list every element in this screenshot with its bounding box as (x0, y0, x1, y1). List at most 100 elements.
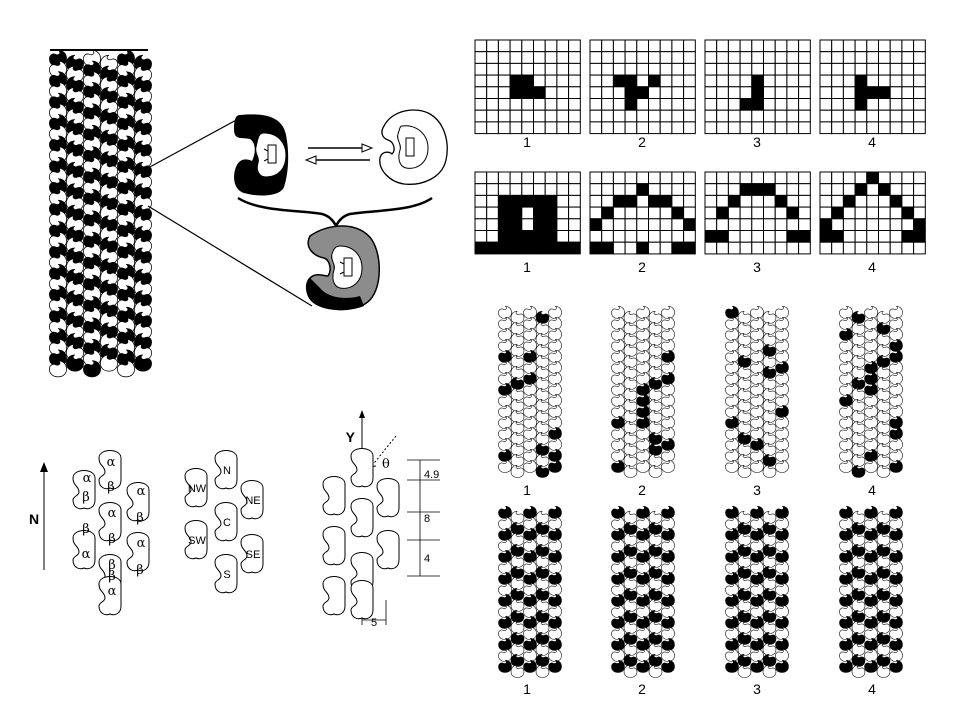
grid-cell (842, 51, 856, 64)
tubulin-subunit (498, 360, 512, 374)
tubulin-subunit (864, 404, 878, 418)
grid-cell (704, 171, 718, 185)
grid-cell (589, 62, 603, 76)
tubulin-subunit (737, 464, 752, 478)
grid-cell (671, 51, 685, 64)
grid-cell (751, 241, 764, 255)
tubulin-subunit (876, 609, 891, 623)
grid-cell (798, 86, 811, 100)
grid-label-3b: 3 (753, 259, 761, 275)
lattice-subunit: NE (240, 480, 264, 520)
grid-cell (601, 39, 614, 53)
angle-label: θ (382, 457, 390, 472)
grid-cell (509, 241, 523, 255)
tubulin-subunit (725, 327, 739, 341)
grid-cell (798, 121, 811, 135)
tubulin-subunit (889, 404, 903, 418)
grid-cell (878, 183, 891, 196)
tubulin-subunit (623, 321, 638, 335)
tubulin-subunit (661, 316, 675, 330)
tubulin-subunit (611, 382, 625, 396)
grid-cell (659, 74, 673, 88)
tubulin-subunit (839, 637, 853, 651)
grid-cell (671, 241, 685, 255)
tubulin-subunit (548, 459, 562, 473)
grid-cell (521, 218, 534, 232)
tubulin-subunit (737, 521, 752, 535)
tubulin-subunit (864, 615, 878, 629)
tubulin-subunit (851, 409, 866, 423)
tubulin-subunit (775, 338, 789, 352)
tubulin-subunit (623, 376, 638, 390)
grid-cell (612, 39, 626, 53)
tubulin-subunit (523, 349, 537, 363)
tubulin-subunit (737, 409, 752, 423)
grid-cell (474, 98, 488, 111)
grid-cell (659, 218, 673, 232)
grid-cell (866, 86, 879, 100)
grid-cell (866, 194, 879, 208)
grid-cell (589, 206, 603, 220)
lattice-subunit-label: NE (245, 495, 260, 507)
lattice-alpha-beta-label: β (136, 563, 144, 578)
grid-cell (601, 98, 614, 111)
grid-cell (648, 183, 661, 196)
grid-cell (901, 241, 915, 255)
lattice-subunit (322, 576, 346, 616)
tubulin-subunit (611, 360, 625, 374)
tubulin-subunit (839, 659, 853, 673)
grid-cell (486, 206, 499, 220)
tubulin-subunit (510, 532, 525, 546)
grid-cell (727, 230, 741, 243)
grid-cell (854, 206, 868, 220)
tubulin-subunit (636, 637, 650, 651)
tubulin-subunit (864, 637, 878, 651)
grid-cell (878, 62, 891, 76)
grid-cell (533, 121, 546, 135)
tubulin-subunit (498, 626, 512, 640)
lattice-alpha-beta-label: α (82, 547, 91, 562)
grid-cell (913, 241, 926, 255)
grid-cell (704, 230, 718, 243)
grid-cell (774, 74, 788, 88)
grid-cell (533, 98, 546, 111)
grid-cell (786, 62, 800, 76)
tubulin-subunit (611, 349, 625, 363)
tubulin-subunit (623, 365, 638, 379)
tubulin-subunit (889, 316, 903, 330)
grid-cell (486, 121, 499, 135)
grid-cell (612, 230, 626, 243)
lattice-subunit: C (214, 502, 238, 542)
microtubule-cylinder (839, 505, 903, 678)
tubulin-subunit (737, 365, 752, 379)
tubulin-subunit (762, 453, 777, 467)
lattice-alpha-beta-label: β (107, 480, 115, 495)
grid-cell (671, 218, 685, 232)
grid-cell (533, 62, 546, 76)
grid-cell (671, 62, 685, 76)
grid-label-4: 4 (868, 134, 876, 150)
grid-cell (727, 39, 741, 53)
tubulin-subunit (535, 310, 550, 324)
grid-cell (544, 230, 558, 243)
cylinder-label-3: 3 (753, 482, 761, 498)
tubulin-subunit (864, 560, 878, 574)
lattice-subunit-label: SW (188, 535, 206, 547)
tubulin-subunit (851, 398, 866, 412)
grid-cell (913, 51, 926, 64)
tubulin-subunit (750, 516, 764, 530)
tubulin-subunit (889, 560, 903, 574)
grid-cell (497, 109, 511, 123)
grid-cell (798, 218, 811, 232)
tubulin-subunit (636, 659, 650, 673)
tubulin-subunit (737, 598, 752, 612)
tubulin-subunit (762, 510, 777, 524)
tubulin-subunit (889, 505, 903, 519)
tubulin-subunit (498, 549, 512, 563)
grid-cell (774, 121, 788, 135)
tubulin-subunit (775, 305, 789, 319)
grid-cell (509, 62, 523, 76)
grid-cell (568, 109, 581, 123)
tubulin-subunit (737, 343, 752, 357)
tubulin-subunit (725, 604, 739, 618)
